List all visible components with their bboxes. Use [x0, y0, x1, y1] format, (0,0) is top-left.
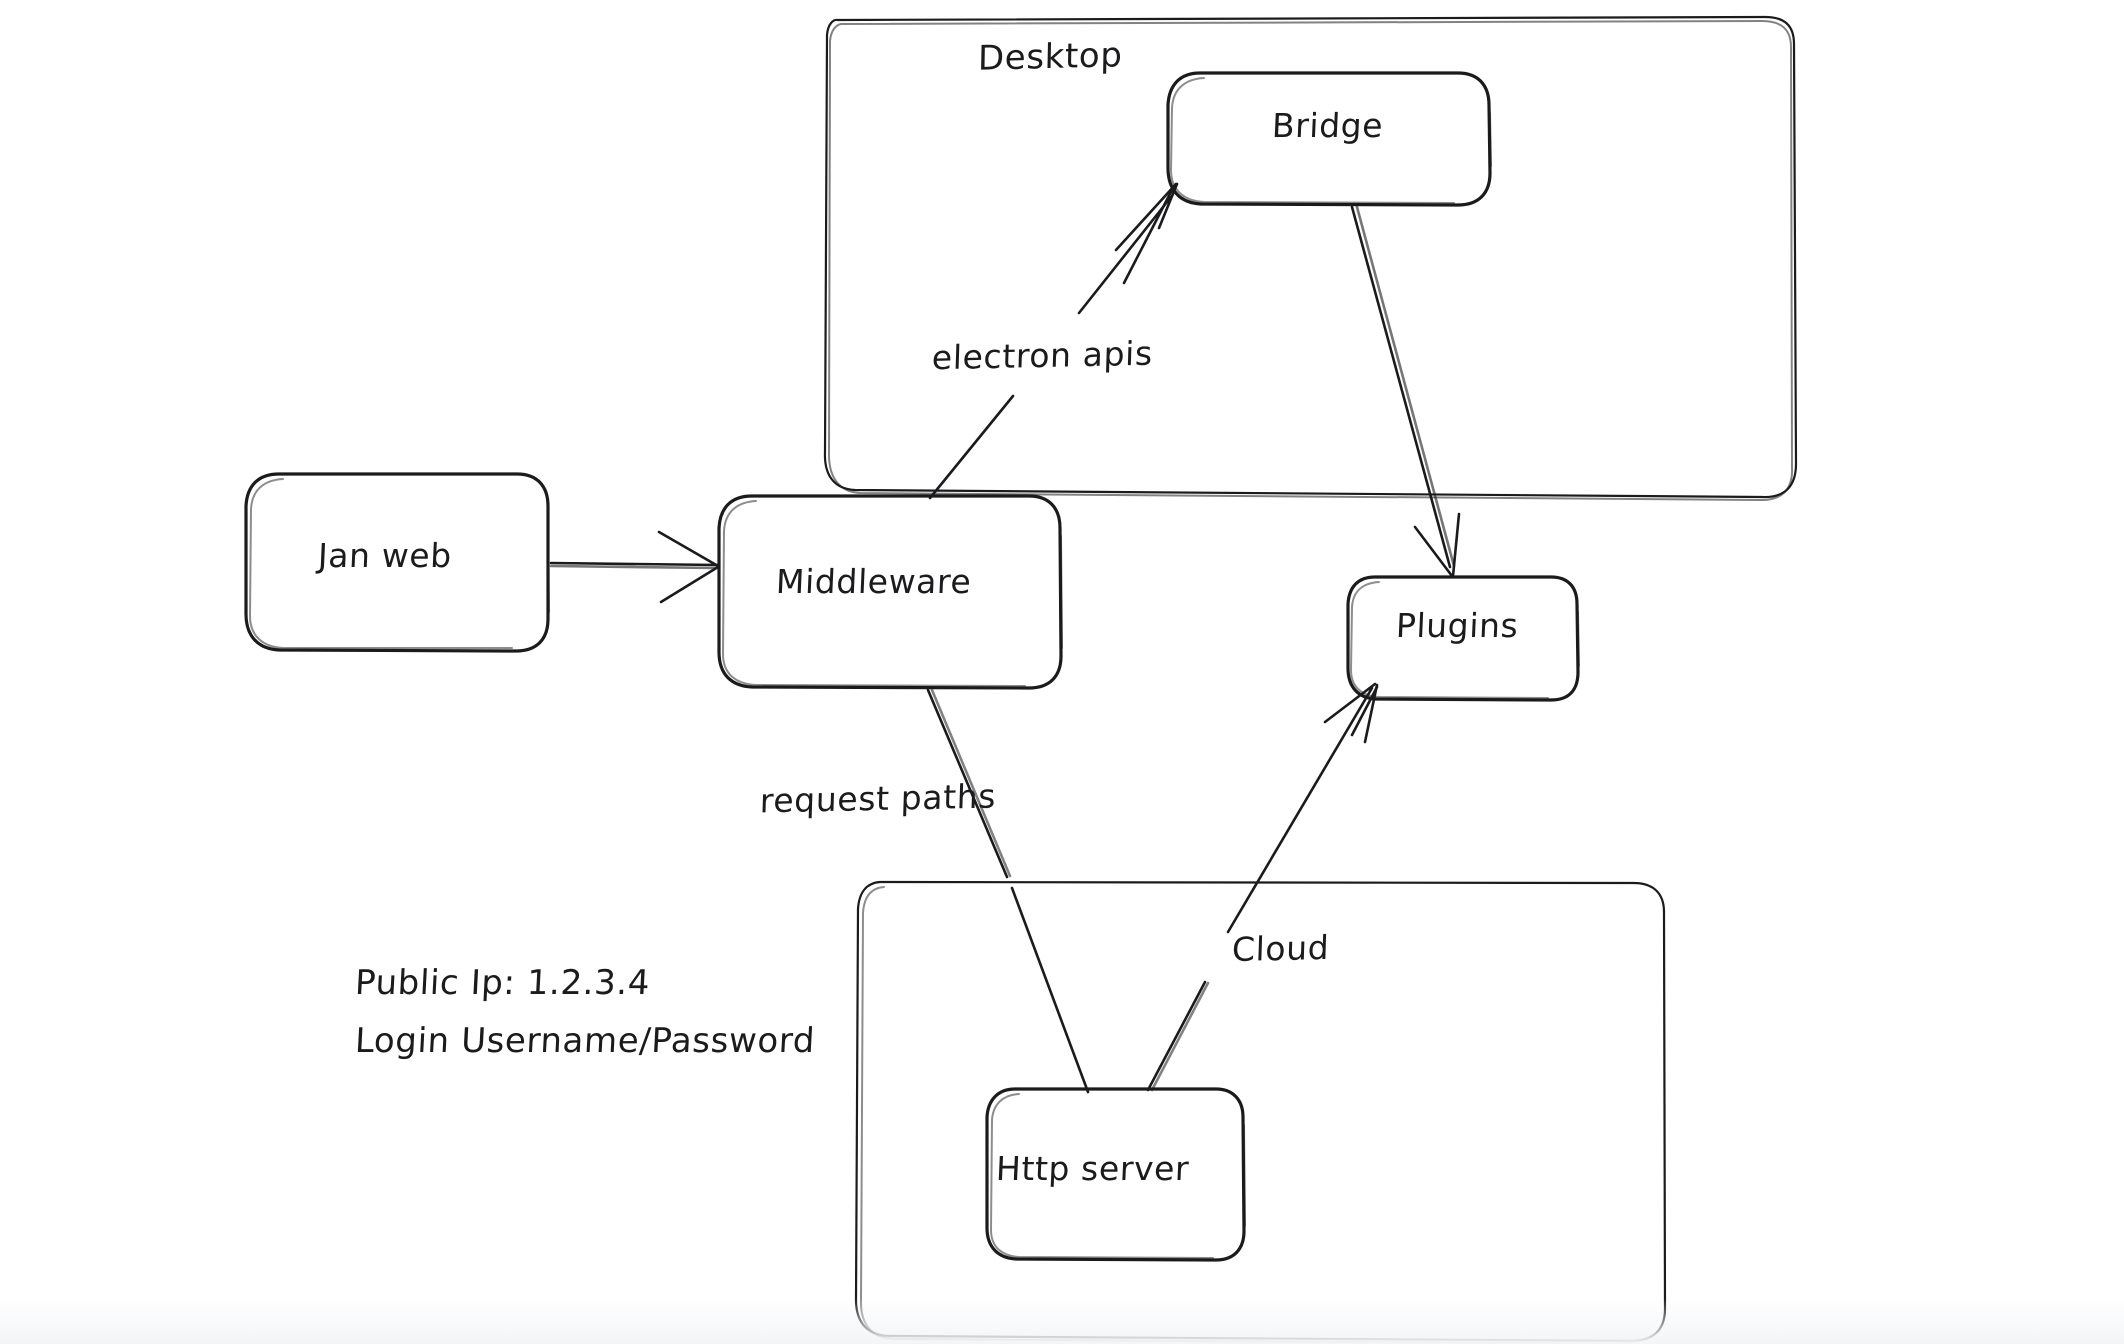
node-jan-web-shape — [244, 472, 550, 653]
edge-label-electron-apis: electron apis — [931, 333, 1154, 378]
node-label-middleware: Middleware — [775, 562, 973, 601]
edge-http-server-to-plugins — [1146, 682, 1379, 1092]
edge-label-request-paths: request paths — [759, 776, 997, 821]
group-desktop-container — [823, 15, 1798, 502]
note-public-ip: Public Ip: 1.2.3.4 — [353, 963, 652, 1003]
node-label-bridge: Bridge — [1271, 106, 1385, 145]
node-middleware-shape — [717, 494, 1063, 690]
edge-jan-web-to-middleware — [549, 530, 720, 604]
group-label-desktop: Desktop — [977, 35, 1123, 79]
edge-label-cloud: Cloud — [1231, 927, 1330, 970]
edge-middleware-to-http-server — [926, 688, 1090, 1094]
node-label-jan-web: Jan web — [317, 536, 453, 575]
edge-bridge-to-plugins — [1350, 205, 1461, 578]
node-label-plugins: Plugins — [1395, 606, 1520, 645]
note-login-credentials: Login Username/Password — [353, 1021, 817, 1061]
node-plugins-shape — [1346, 575, 1580, 702]
edge-middleware-to-bridge — [928, 182, 1179, 500]
node-bridge-shape — [1166, 71, 1492, 207]
node-http-server-shape — [985, 1087, 1246, 1262]
node-label-http-server: Http server — [995, 1149, 1191, 1188]
